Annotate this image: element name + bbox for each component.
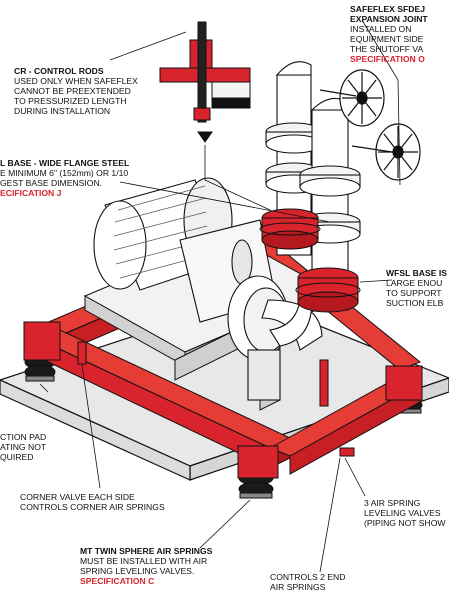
callout-leveling-body-1: 3 AIR SPRING bbox=[364, 498, 421, 508]
callout-control-rods: CR - CONTROL RODS USED ONLY WHEN SAFEFLE… bbox=[14, 66, 138, 116]
callout-corner-valve: CORNER VALVE EACH SIDE CONTROLS CORNER A… bbox=[20, 492, 165, 512]
expansion-joint-suction bbox=[295, 267, 361, 313]
callout-pad-body-1: CTION PAD bbox=[0, 432, 47, 442]
callout-corner-valve-body-2: CONTROLS CORNER AIR SPRINGS bbox=[20, 502, 165, 512]
callout-mt-twin-spec: SPECIFICATION C bbox=[80, 576, 155, 586]
callout-safeflex-title-2: EXPANSION JOINT bbox=[350, 14, 428, 24]
callout-wfsl-right-body-3: SUCTION ELB bbox=[386, 298, 444, 308]
callout-controls-end-body-2: AIR SPRINGS bbox=[270, 582, 326, 592]
control-rod-detail bbox=[159, 21, 251, 143]
callout-safeflex: SAFEFLEX SFDEJ EXPANSION JOINT INSTALLED… bbox=[350, 4, 428, 64]
callout-safeflex-spec: SPECIFICATION O bbox=[350, 54, 425, 64]
callout-wfsl-right-body-2: TO SUPPORT bbox=[386, 288, 442, 298]
callout-pad-body-2: ATING NOT bbox=[0, 442, 47, 452]
motor bbox=[93, 177, 277, 323]
leader-lines bbox=[39, 19, 401, 573]
callout-control-rods-body-1: USED ONLY WHEN SAFEFLEX bbox=[14, 76, 138, 86]
callout-safeflex-title-1: SAFEFLEX SFDEJ bbox=[350, 4, 425, 14]
shutoff-valves bbox=[319, 69, 421, 181]
callout-control-rods-body-3: TO PRESSURIZED LENGTH bbox=[14, 96, 127, 106]
callout-control-rods-title: CR - CONTROL RODS bbox=[14, 66, 104, 76]
callout-control-rods-body-2: CANNOT BE PREEXTENDED bbox=[14, 86, 131, 96]
callout-wfsl-right: WFSL BASE IS LARGE ENOU TO SUPPORT SUCTI… bbox=[386, 268, 447, 308]
callout-safeflex-body-1: INSTALLED ON bbox=[350, 24, 412, 34]
callout-wfsl-left-title: L BASE - WIDE FLANGE STEEL bbox=[0, 158, 130, 168]
callout-controls-end: CONTROLS 2 END AIR SPRINGS bbox=[270, 572, 345, 592]
callout-pad-body-3: QUIRED bbox=[0, 452, 34, 462]
callout-leveling: 3 AIR SPRING LEVELING VALVES (PIPING NOT… bbox=[364, 498, 446, 528]
callout-controls-end-body-1: CONTROLS 2 END bbox=[270, 572, 346, 582]
callout-wfsl-left-body-1: E MINIMUM 6" (152mm) OR 1/10 bbox=[0, 168, 129, 178]
callout-wfsl-right-body-1: LARGE ENOU bbox=[386, 278, 443, 288]
expansion-joints bbox=[259, 208, 361, 313]
callout-mt-twin-title: MT TWIN SPHERE AIR SPRINGS bbox=[80, 546, 213, 556]
callout-safeflex-body-2: EQUIPMENT SIDE bbox=[350, 34, 424, 44]
callout-wfsl-left-spec: ECIFICATION J bbox=[0, 188, 62, 198]
callout-mt-twin-body-1: MUST BE INSTALLED WITH AIR bbox=[80, 556, 208, 566]
callout-pad: CTION PAD ATING NOT QUIRED bbox=[0, 432, 46, 462]
callout-wfsl-left: L BASE - WIDE FLANGE STEEL E MINIMUM 6" … bbox=[0, 158, 129, 198]
handwheel-upper bbox=[339, 69, 385, 127]
callout-wfsl-right-title: WFSL BASE IS bbox=[386, 268, 447, 278]
callout-mt-twin-body-2: SPRING LEVELING VALVES. bbox=[80, 566, 195, 576]
callout-mt-twin: MT TWIN SPHERE AIR SPRINGS MUST BE INSTA… bbox=[80, 546, 212, 586]
callout-control-rods-body-4: DURING INSTALLATION bbox=[14, 106, 111, 116]
callout-wfsl-left-body-2: GEST BASE DIMENSION. bbox=[0, 178, 103, 188]
expansion-joint-discharge bbox=[259, 208, 321, 250]
callout-leveling-body-3: (PIPING NOT SHOW bbox=[364, 518, 446, 528]
callout-leveling-body-2: LEVELING VALVES bbox=[364, 508, 441, 518]
handwheel-lower bbox=[375, 123, 421, 181]
callout-safeflex-body-3: THE SHUTOFF VA bbox=[350, 44, 424, 54]
callout-corner-valve-body-1: CORNER VALVE EACH SIDE bbox=[20, 492, 135, 502]
